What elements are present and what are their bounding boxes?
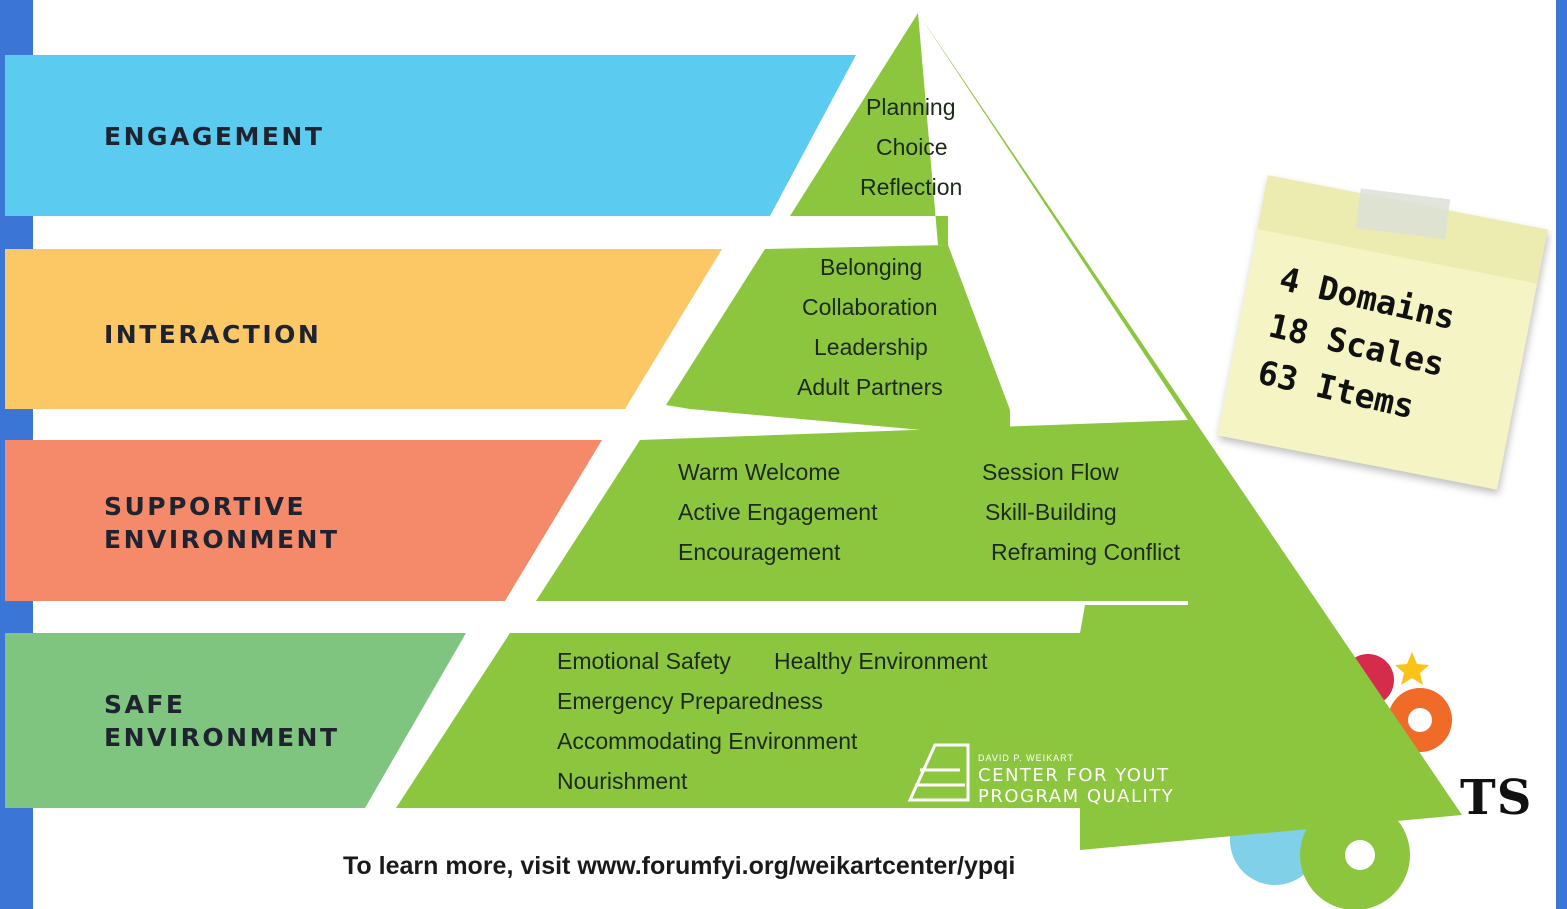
- item-reflection: Reflection: [860, 174, 963, 200]
- right-edge-bar: [1556, 0, 1567, 909]
- sticky-note: 4 Domains 18 Scales 63 Items: [1217, 175, 1548, 490]
- item-emotional-safety: Emotional Safety: [557, 648, 731, 674]
- band-label-safe-environment: SAFE ENVIRONMENT: [104, 690, 340, 752]
- item-planning: Planning: [866, 94, 956, 120]
- band-interaction: [5, 249, 722, 409]
- band-engagement: [5, 55, 856, 216]
- item-accommodating-environment: Accommodating Environment: [557, 728, 858, 754]
- band-supportive-environment: [5, 440, 602, 601]
- band-label-interaction: INTERACTION: [104, 320, 322, 349]
- item-warm-welcome: Warm Welcome: [678, 459, 841, 485]
- item-leadership: Leadership: [814, 334, 928, 360]
- pyramid-tier-engagement: [790, 13, 948, 245]
- logo-line-1: Center for Yout: [978, 765, 1170, 786]
- item-healthy-environment: Healthy Environment: [774, 648, 988, 674]
- item-encouragement: Encouragement: [678, 539, 841, 565]
- item-skill-building: Skill-Building: [985, 499, 1117, 525]
- band-safe-environment: [5, 633, 466, 808]
- pyramid-tier-safe: [396, 605, 1188, 808]
- item-belonging: Belonging: [820, 254, 923, 280]
- item-choice: Choice: [876, 134, 948, 160]
- pyramid-tier-interaction: [666, 245, 1010, 438]
- footer-link-text: To learn more, visit www.forumfyi.org/we…: [343, 852, 1016, 880]
- star-icon: [1395, 652, 1429, 685]
- band-label-supportive-environment: SUPPORTIVE ENVIRONMENT: [104, 492, 340, 554]
- sticky-note-text: 4 Domains 18 Scales 63 Items: [1253, 255, 1460, 436]
- pyramid-right-edge: [918, 13, 1462, 850]
- item-reframing-conflict: Reframing Conflict: [991, 539, 1181, 565]
- weikart-logo-mark: [907, 743, 970, 802]
- item-collaboration: Collaboration: [802, 294, 938, 320]
- item-active-engagement: Active Engagement: [678, 499, 878, 525]
- item-emergency-preparedness: Emergency Preparedness: [557, 688, 823, 714]
- item-nourishment: Nourishment: [557, 768, 688, 794]
- pyramid-tier-supportive: [536, 420, 1188, 601]
- item-session-flow: Session Flow: [982, 459, 1119, 485]
- logo-small-text: David P. Weikart: [978, 753, 1075, 763]
- logo-line-2: Program Quality: [978, 786, 1175, 807]
- band-label-engagement: ENGAGEMENT: [104, 122, 325, 151]
- background-partial-text: TS: [1460, 770, 1533, 826]
- item-adult-partners: Adult Partners: [797, 374, 943, 400]
